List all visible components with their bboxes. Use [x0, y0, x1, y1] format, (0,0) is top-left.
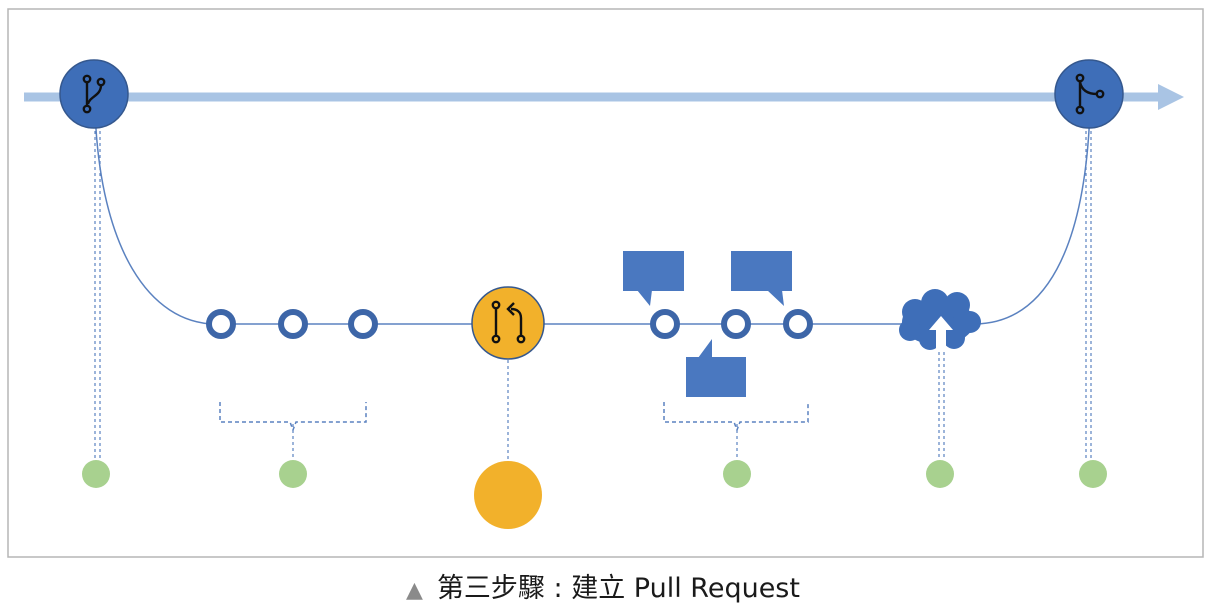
commit-node [278, 309, 308, 339]
comment-bubble [686, 339, 746, 397]
commit-nodes [206, 309, 813, 339]
git-merge-icon [1075, 73, 1105, 115]
cloud-upload-icon [899, 289, 981, 352]
merge-end-node [1054, 59, 1124, 129]
git-branch-icon [82, 74, 106, 114]
commit-node [348, 309, 378, 339]
step-markers [82, 460, 1107, 529]
guide-lines [94, 125, 1092, 462]
comment-bubble [731, 251, 792, 306]
step-marker-active [474, 461, 542, 529]
commit-node [721, 309, 751, 339]
triangle-marker-icon: ▲ [406, 578, 423, 603]
caption-text: 第三步驟 : 建立 Pull Request [436, 573, 800, 604]
deploy-node [899, 289, 981, 352]
branch-start-node [59, 59, 129, 129]
commit-node [783, 309, 813, 339]
step-marker-dot [926, 460, 954, 488]
comment-bubble [623, 251, 684, 306]
feature-branch-line [94, 109, 1091, 325]
step-marker-dot [279, 460, 307, 488]
commit-node [650, 309, 680, 339]
commit-node [206, 309, 236, 339]
main-branch-arrowhead [1158, 84, 1184, 110]
pull-request-node [471, 286, 545, 360]
step-marker-dot [1079, 460, 1107, 488]
git-pull-request-icon [491, 300, 526, 344]
review-brace [663, 402, 809, 433]
commits-brace [219, 402, 367, 433]
diagram-border [7, 8, 1204, 558]
figure-caption: ▲ 第三步驟 : 建立 Pull Request [0, 572, 1206, 608]
step-marker-dot [82, 460, 110, 488]
step-marker-dot [723, 460, 751, 488]
review-comments [623, 251, 792, 397]
